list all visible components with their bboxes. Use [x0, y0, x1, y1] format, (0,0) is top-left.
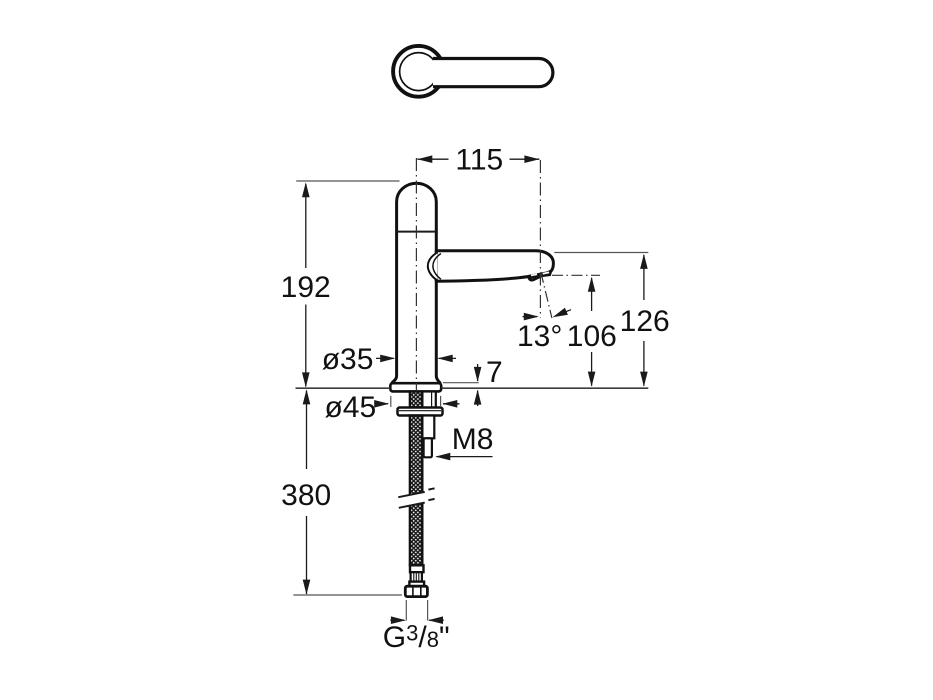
- svg-text:M8: M8: [452, 423, 494, 456]
- svg-text:380: 380: [281, 479, 331, 512]
- svg-text:106: 106: [567, 320, 617, 353]
- svg-text:G3/8": G3/8": [383, 621, 450, 655]
- svg-text:126: 126: [620, 305, 670, 338]
- svg-text:ø35: ø35: [322, 343, 374, 376]
- svg-text:ø45: ø45: [324, 391, 376, 424]
- svg-text:115: 115: [455, 143, 503, 176]
- svg-text:13°: 13°: [517, 320, 562, 353]
- svg-text:7: 7: [486, 356, 503, 389]
- svg-text:192: 192: [281, 271, 331, 304]
